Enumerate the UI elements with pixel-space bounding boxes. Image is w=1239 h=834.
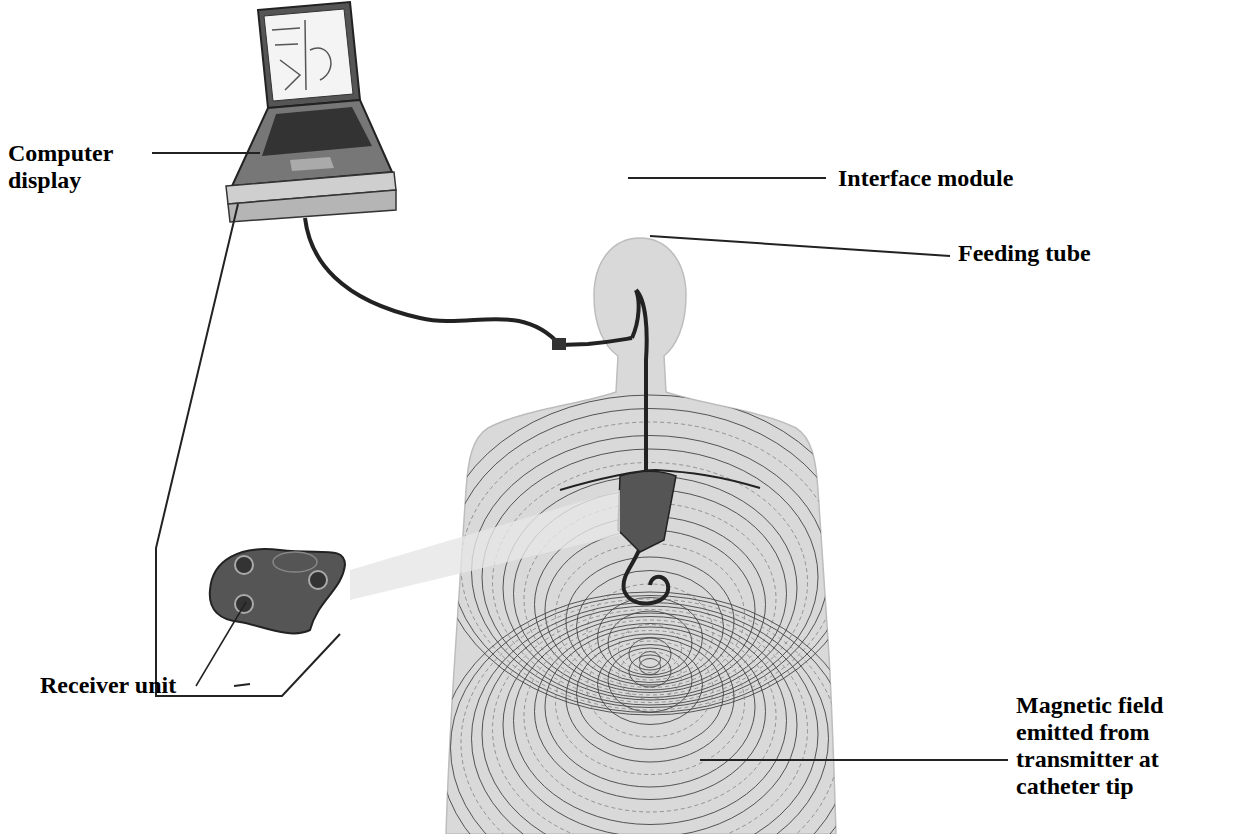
field-ring — [535, 624, 766, 800]
field-ring — [566, 557, 734, 685]
leader-line — [152, 152, 260, 154]
field-ring — [598, 645, 703, 725]
field-ring — [482, 449, 818, 705]
magnify-beam — [350, 490, 620, 600]
field-ring — [472, 436, 829, 708]
field-ring — [482, 606, 818, 834]
laptop — [232, 2, 392, 186]
component-label: Interface module — [838, 165, 1078, 192]
field-ring — [556, 631, 745, 775]
field-ring — [640, 659, 661, 675]
leader-line — [628, 177, 826, 179]
field-ring — [503, 613, 797, 834]
leader-line — [196, 602, 246, 686]
tube-connector — [552, 338, 566, 350]
field-ring — [577, 571, 724, 683]
receiver-on-body — [618, 472, 676, 553]
field-ring — [566, 634, 734, 762]
field-ring — [629, 655, 671, 687]
field-ring — [577, 638, 724, 750]
field-ring — [640, 652, 661, 668]
field-ring — [608, 648, 692, 712]
receiver-wire — [156, 204, 340, 696]
magnetic-field-lines — [440, 395, 860, 834]
field-ring — [440, 592, 860, 834]
leader-line — [234, 684, 250, 686]
component-label: Magnetic field emitted from transmitter … — [1016, 692, 1186, 800]
field-ring — [629, 638, 671, 670]
field-ring — [556, 544, 745, 688]
receiver-straps — [560, 470, 760, 490]
field-ring — [608, 611, 692, 675]
feeding-tube-cable — [305, 218, 632, 345]
component-label: Computer display — [8, 140, 158, 194]
field-ring — [587, 584, 713, 680]
field-ring — [472, 603, 829, 834]
field-ring — [451, 596, 850, 834]
feeding-tube — [624, 290, 669, 604]
field-ring — [587, 641, 713, 737]
field-ring — [514, 617, 787, 825]
leader-line — [700, 759, 1008, 761]
field-ring — [493, 610, 808, 834]
field-ring — [524, 620, 776, 812]
leader-line — [650, 236, 950, 256]
field-ring — [461, 422, 839, 710]
interface-module — [226, 172, 396, 222]
component-label: Feeding tube — [958, 240, 1158, 267]
receiver-unit — [210, 549, 345, 633]
field-ring — [619, 652, 682, 700]
component-label: Receiver unit — [40, 672, 230, 699]
field-ring — [545, 627, 755, 787]
